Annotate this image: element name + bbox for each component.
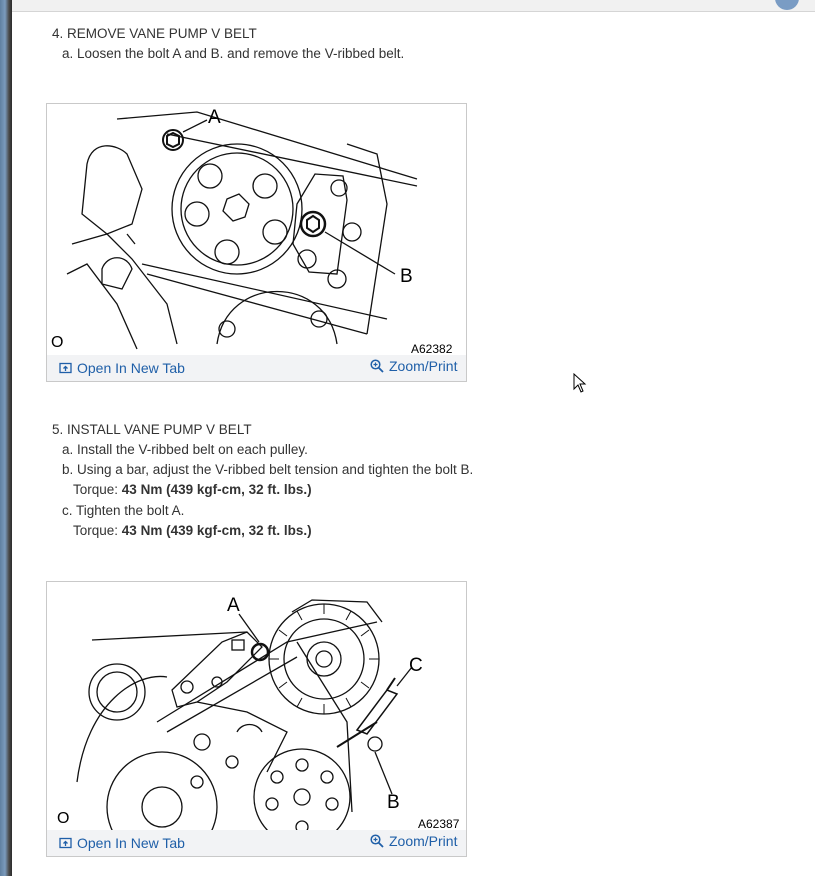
zoom-print-link[interactable]: Zoom/Print — [370, 833, 457, 849]
belt-diagram-2 — [76, 599, 413, 830]
torque-b: Torque: 43 Nm (439 kgf-cm, 32 ft. lbs.) — [73, 481, 312, 498]
callout-a: A — [208, 107, 221, 128]
step5-sub-b: b. Using a bar, adjust the V-ribbed belt… — [62, 462, 474, 477]
step5-sub-c: c. Tighten the bolt A. — [62, 503, 185, 518]
open-tab-icon — [59, 362, 72, 374]
corner-mark: O — [57, 810, 70, 827]
step5-sub-a: a. Install the V-ribbed belt on each pul… — [62, 442, 308, 457]
torque-c: Torque: 43 Nm (439 kgf-cm, 32 ft. lbs.) — [73, 522, 312, 539]
top-toolbar — [12, 0, 815, 12]
open-in-new-tab-label: Open In New Tab — [77, 835, 185, 851]
zoom-print-label: Zoom/Print — [389, 833, 458, 849]
callout-b: B — [387, 792, 400, 813]
figure-ref: A62387 — [418, 817, 460, 831]
torque-c-value: 43 Nm (439 kgf-cm, 32 ft. lbs.) — [121, 523, 312, 538]
figure-remove-belt: A B O A62382 Open In New Tab Zoom/Print — [46, 103, 467, 382]
open-in-new-tab-link[interactable]: Open In New Tab — [59, 835, 185, 851]
figure-toolbar: Open In New Tab Zoom/Print — [47, 830, 466, 856]
callout-b: B — [400, 266, 413, 287]
avatar[interactable] — [775, 0, 799, 10]
corner-mark: O — [51, 334, 64, 351]
zoom-print-label: Zoom/Print — [389, 358, 458, 374]
figure-install-belt: A C B O A62387 Open In New Tab Zoom/Prin… — [46, 581, 467, 857]
step4-title: 4. REMOVE VANE PUMP V BELT — [52, 26, 257, 41]
step4-sub-a: a. Loosen the bolt A and B. and remove t… — [62, 46, 405, 61]
callout-c: C — [409, 655, 423, 676]
step5-title: 5. INSTALL VANE PUMP V BELT — [52, 422, 252, 437]
callout-a: A — [227, 595, 240, 616]
mouse-cursor-icon — [573, 373, 587, 393]
zoom-icon — [370, 834, 384, 848]
belt-diagram-1 — [66, 111, 418, 350]
zoom-print-link[interactable]: Zoom/Print — [370, 358, 457, 374]
open-in-new-tab-link[interactable]: Open In New Tab — [59, 360, 185, 376]
torque-b-value: 43 Nm (439 kgf-cm, 32 ft. lbs.) — [121, 482, 312, 497]
torque-b-label: Torque: — [73, 482, 119, 497]
torque-c-label: Torque: — [73, 523, 119, 538]
window-edge — [0, 0, 12, 876]
figure-ref: A62382 — [411, 342, 453, 356]
open-tab-icon — [59, 837, 72, 849]
zoom-icon — [370, 359, 384, 373]
open-in-new-tab-label: Open In New Tab — [77, 360, 185, 376]
figure-toolbar: Open In New Tab Zoom/Print — [47, 355, 466, 381]
